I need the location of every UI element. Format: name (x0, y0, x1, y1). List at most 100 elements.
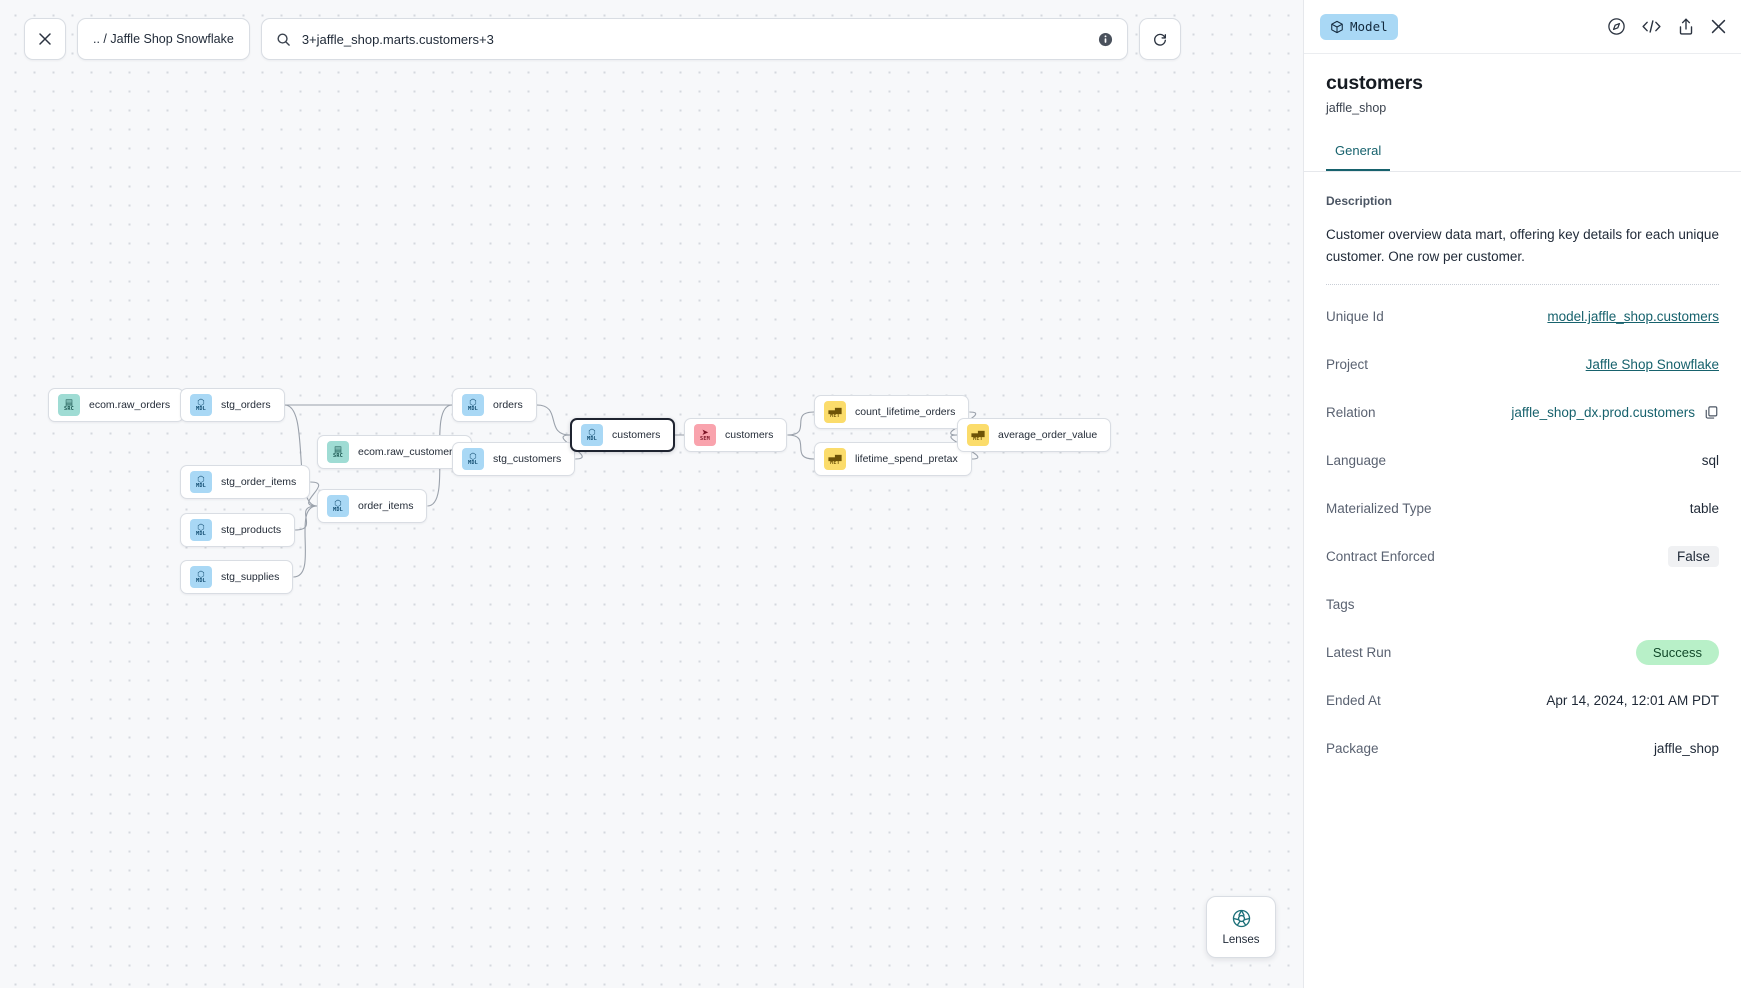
field-row: Package jaffle_shop (1326, 733, 1719, 765)
field-value[interactable]: jaffle_shop_dx.prod.customers (1511, 405, 1719, 420)
graph-node-customers_model[interactable]: ⬡MDL customers (570, 418, 676, 452)
graph-node-label: stg_customers (493, 453, 562, 465)
field-row: Tags (1326, 589, 1719, 621)
close-panel-icon[interactable] (1710, 18, 1727, 35)
copy-icon[interactable] (1704, 405, 1719, 420)
field-key: Relation (1326, 405, 1376, 421)
field-key: Language (1326, 453, 1387, 469)
lineage-canvas[interactable]: .. / Jaffle Shop Snowflake (0, 0, 1303, 988)
panel-title-block: customers jaffle_shop (1304, 54, 1741, 115)
graph-node-stg_customers[interactable]: ⬡MDL stg_customers (452, 442, 576, 476)
panel-subtitle: jaffle_shop (1326, 101, 1387, 115)
graph-node-label: lifetime_spend_pretax (855, 453, 958, 465)
sem-badge-icon: ➤SEM (694, 424, 716, 446)
search-input[interactable] (301, 31, 1098, 47)
lenses-button[interactable]: Lenses (1206, 896, 1276, 958)
graph-node-label: stg_order_items (221, 476, 297, 488)
graph-node-label: stg_products (221, 524, 282, 536)
code-brackets-icon[interactable] (1641, 17, 1662, 36)
graph-node-label: count_lifetime_orders (855, 406, 956, 418)
graph-node-stg_orders[interactable]: ⬡MDL stg_orders (180, 388, 285, 422)
field-key: Contract Enforced (1326, 549, 1435, 565)
mdl-badge-icon: ⬡MDL (462, 448, 484, 470)
met-badge-icon: ▃▅MET (967, 424, 989, 446)
graph-node-label: orders (493, 399, 523, 411)
mdl-badge-icon: ⬡MDL (581, 424, 603, 446)
met-badge-icon: ▃▅MET (824, 401, 846, 423)
field-row: Relation jaffle_shop_dx.prod.customers (1326, 397, 1719, 429)
field-key: Latest Run (1326, 645, 1392, 661)
info-icon[interactable] (1098, 32, 1113, 47)
graph-node-label: customers (612, 429, 661, 441)
search-bar[interactable] (260, 18, 1128, 60)
field-value: Success (1635, 640, 1719, 666)
field-value: False (1667, 546, 1719, 568)
panel-body: Description Customer overview data mart,… (1304, 172, 1741, 988)
graph-edge (295, 505, 318, 531)
field-key: Project (1326, 357, 1369, 373)
details-panel: Model (1303, 0, 1741, 988)
panel-header: Model (1304, 0, 1741, 54)
compass-icon[interactable] (1607, 17, 1626, 36)
met-badge-icon: ▃▅MET (824, 448, 846, 470)
graph-node-label: customers (725, 429, 774, 441)
graph-node-order_items[interactable]: ⬡MDL order_items (317, 489, 428, 523)
graph-edge (787, 411, 815, 436)
graph-node-count_lifetime_orders[interactable]: ▃▅MET count_lifetime_orders (814, 395, 970, 429)
graph-node-stg_products[interactable]: ⬡MDL stg_products (180, 513, 296, 547)
mdl-badge-icon: ⬡MDL (190, 471, 212, 493)
field-key: Unique Id (1326, 309, 1384, 325)
mdl-badge-icon: ⬡MDL (327, 495, 349, 517)
canvas-toolbar: .. / Jaffle Shop Snowflake (24, 18, 1181, 60)
mdl-badge-icon: ⬡MDL (190, 394, 212, 416)
resource-type-chip[interactable]: Model (1320, 13, 1398, 40)
graph-edge (536, 404, 571, 436)
field-row: Unique Id model.jaffle_shop.customers (1326, 301, 1719, 333)
field-value: Apr 14, 2024, 12:01 AM PDT (1546, 693, 1719, 709)
relation-text: jaffle_shop_dx.prod.customers (1511, 405, 1695, 421)
share-icon[interactable] (1677, 17, 1695, 36)
field-value: jaffle_shop (1653, 741, 1719, 757)
tab-general[interactable]: General (1326, 143, 1391, 171)
panel-tabs: General (1304, 143, 1741, 172)
divider (1326, 283, 1719, 285)
field-value: table (1689, 501, 1719, 517)
graph-node-customers_semantic[interactable]: ➤SEM customers (684, 418, 788, 452)
field-value[interactable]: Jaffle Shop Snowflake (1585, 357, 1719, 373)
field-row: Latest Run Success (1326, 637, 1719, 669)
field-value: sql (1701, 453, 1719, 469)
refresh-button[interactable] (1138, 18, 1181, 60)
graph-node-label: average_order_value (998, 429, 1098, 441)
status-badge: Success (1635, 640, 1719, 666)
breadcrumb[interactable]: .. / Jaffle Shop Snowflake (77, 18, 250, 60)
src-badge-icon: ▤SRC (327, 441, 349, 463)
graph-node-label: ecom.raw_orders (89, 399, 171, 411)
breadcrumb-label: .. / Jaffle Shop Snowflake (93, 32, 234, 46)
graph-node-lifetime_spend_pretax[interactable]: ▃▅MET lifetime_spend_pretax (814, 442, 972, 476)
field-row: Contract Enforced False (1326, 541, 1719, 573)
graph-node-orders[interactable]: ⬡MDL orders (452, 388, 537, 422)
graph-edge (293, 505, 318, 578)
field-row: Materialized Type table (1326, 493, 1719, 525)
graph-node-label: order_items (358, 500, 414, 512)
field-key: Package (1326, 741, 1379, 757)
graph-node-stg_order_items[interactable]: ⬡MDL stg_order_items (180, 465, 311, 499)
graph-node-average_order_value[interactable]: ▃▅MET average_order_value (957, 418, 1112, 452)
src-badge-icon: ▤SRC (58, 394, 80, 416)
close-lineage-button[interactable] (24, 18, 66, 60)
cube-icon (1330, 20, 1344, 34)
graph-node-label: stg_orders (221, 399, 271, 411)
graph-node-label: stg_supplies (221, 571, 280, 583)
field-value[interactable]: model.jaffle_shop.customers (1547, 309, 1719, 325)
mdl-badge-icon: ⬡MDL (462, 394, 484, 416)
field-row: Project Jaffle Shop Snowflake (1326, 349, 1719, 381)
field-key: Materialized Type (1326, 501, 1432, 517)
graph-node-ecom_raw_orders[interactable]: ▤SRC ecom.raw_orders (48, 388, 185, 422)
mdl-badge-icon: ⬡MDL (190, 519, 212, 541)
